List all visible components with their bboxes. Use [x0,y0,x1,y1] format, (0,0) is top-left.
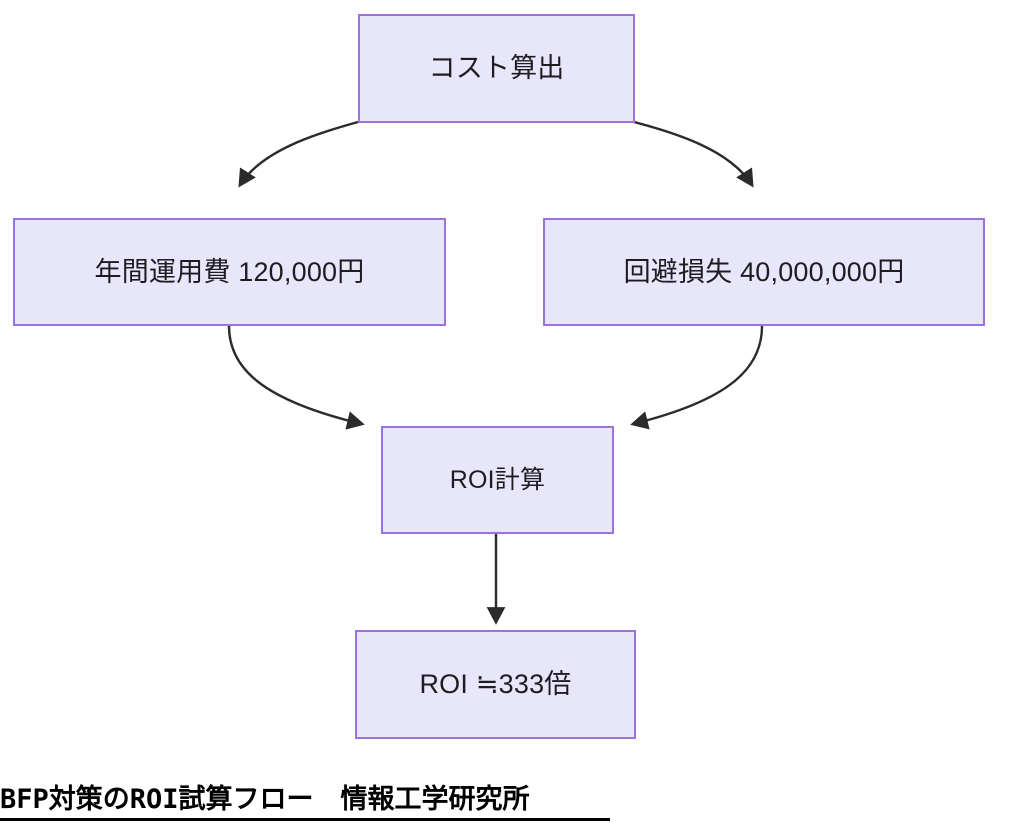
node-roi-calculation[interactable]: ROI計算 [381,426,614,534]
node-cost-calculation[interactable]: コスト算出 [358,14,635,123]
node-annual-operating-cost-label: 年間運用費 120,000円 [94,256,365,287]
diagram-caption-underline [0,817,610,821]
edge-cost-to-opex [238,120,359,188]
node-annual-operating-cost[interactable]: 年間運用費 120,000円 [13,218,446,326]
node-roi-result-label: ROI ≒333倍 [419,669,572,700]
edge-cost-to-avoidedloss [633,120,754,188]
node-avoided-loss-label: 回避損失 40,000,000円 [623,256,905,287]
node-roi-calculation-label: ROI計算 [449,466,546,494]
edge-opex-to-roicalc [227,325,365,430]
diagram-caption: BFP対策のROI試算フロー 情報工学研究所 [0,783,610,821]
node-roi-result[interactable]: ROI ≒333倍 [355,630,636,739]
edge-avoidedloss-to-roicalc [630,325,764,430]
node-cost-calculation-label: コスト算出 [428,53,565,84]
node-avoided-loss[interactable]: 回避損失 40,000,000円 [543,218,985,326]
diagram-caption-text: BFP対策のROI試算フロー 情報工学研究所 [0,784,530,815]
